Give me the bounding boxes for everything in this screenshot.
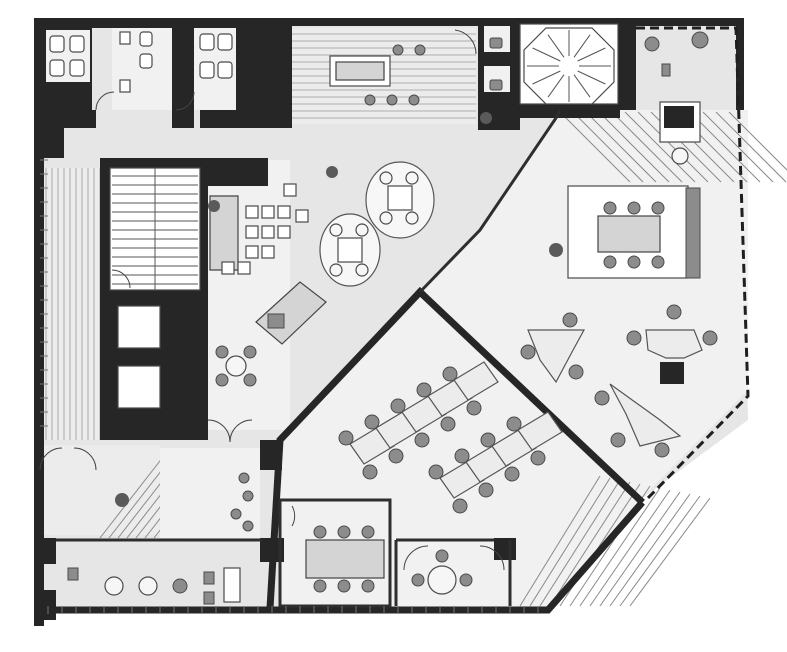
hatch-line — [572, 111, 644, 183]
chair — [440, 416, 456, 432]
counter-stools — [208, 183, 309, 275]
chair — [428, 464, 444, 480]
hatch-line — [629, 497, 711, 607]
spiral-stair — [478, 18, 636, 130]
hatch-line — [539, 479, 621, 607]
chair — [338, 430, 354, 446]
hatch-line — [689, 111, 761, 183]
chair — [466, 400, 482, 416]
chair — [530, 450, 546, 466]
chair — [452, 498, 468, 514]
stool — [295, 209, 309, 223]
windows — [40, 159, 539, 614]
hatch-line — [619, 495, 701, 607]
spiral-step — [547, 34, 565, 58]
top-lounge — [329, 29, 492, 124]
hatch-line — [715, 111, 787, 183]
hatch-line — [702, 111, 774, 183]
dashed-boundary — [636, 26, 750, 502]
collab-tables — [520, 304, 718, 458]
partitions — [260, 109, 645, 612]
hatch-line — [559, 111, 631, 183]
plant — [208, 200, 220, 212]
hatch-line — [611, 111, 683, 183]
hatch-line — [598, 111, 670, 183]
spiral-step — [577, 47, 606, 62]
stool — [261, 245, 275, 259]
chair — [442, 366, 458, 382]
chair — [388, 448, 404, 464]
chair — [416, 382, 432, 398]
central-core — [100, 158, 268, 440]
hatch-line — [529, 477, 611, 607]
hatch-line — [609, 493, 691, 607]
spiral-step — [547, 74, 565, 98]
chair — [454, 448, 470, 464]
chair — [506, 416, 522, 432]
hatch-line — [637, 111, 709, 183]
spiral-step — [573, 74, 591, 98]
bottom-rooms — [291, 505, 505, 595]
chair — [480, 432, 496, 448]
stool — [237, 261, 251, 275]
wood-floor-areas — [40, 28, 476, 535]
hatch-line — [599, 491, 681, 607]
meeting-room — [549, 31, 709, 279]
chair — [504, 466, 520, 482]
hatch-line — [99, 447, 171, 539]
hatch-line — [728, 111, 787, 171]
bottom-left-lounge — [39, 447, 262, 605]
stool — [221, 261, 235, 275]
restroom-block — [46, 18, 292, 128]
stool — [283, 183, 297, 197]
spiral-step — [577, 70, 606, 85]
stool — [245, 225, 259, 239]
chair — [362, 464, 378, 480]
lounge — [207, 161, 435, 443]
hatch-line — [585, 111, 657, 183]
stool — [261, 205, 275, 219]
open-office — [338, 361, 563, 514]
stool — [245, 205, 259, 219]
spiral-step — [532, 70, 561, 85]
stool — [277, 205, 291, 219]
hatch-line — [589, 489, 671, 607]
chair — [478, 482, 494, 498]
stool — [277, 225, 291, 239]
desk — [517, 411, 563, 451]
spiral-step — [532, 47, 561, 62]
hatch-line — [624, 111, 696, 183]
chair — [364, 414, 380, 430]
chair — [414, 432, 430, 448]
stool — [261, 225, 275, 239]
hatch-line — [549, 481, 631, 607]
chair — [390, 398, 406, 414]
desk — [453, 361, 499, 401]
hatch-line — [519, 475, 601, 607]
stool — [245, 245, 259, 259]
hatch-line — [579, 487, 661, 607]
spiral-step — [573, 34, 591, 58]
